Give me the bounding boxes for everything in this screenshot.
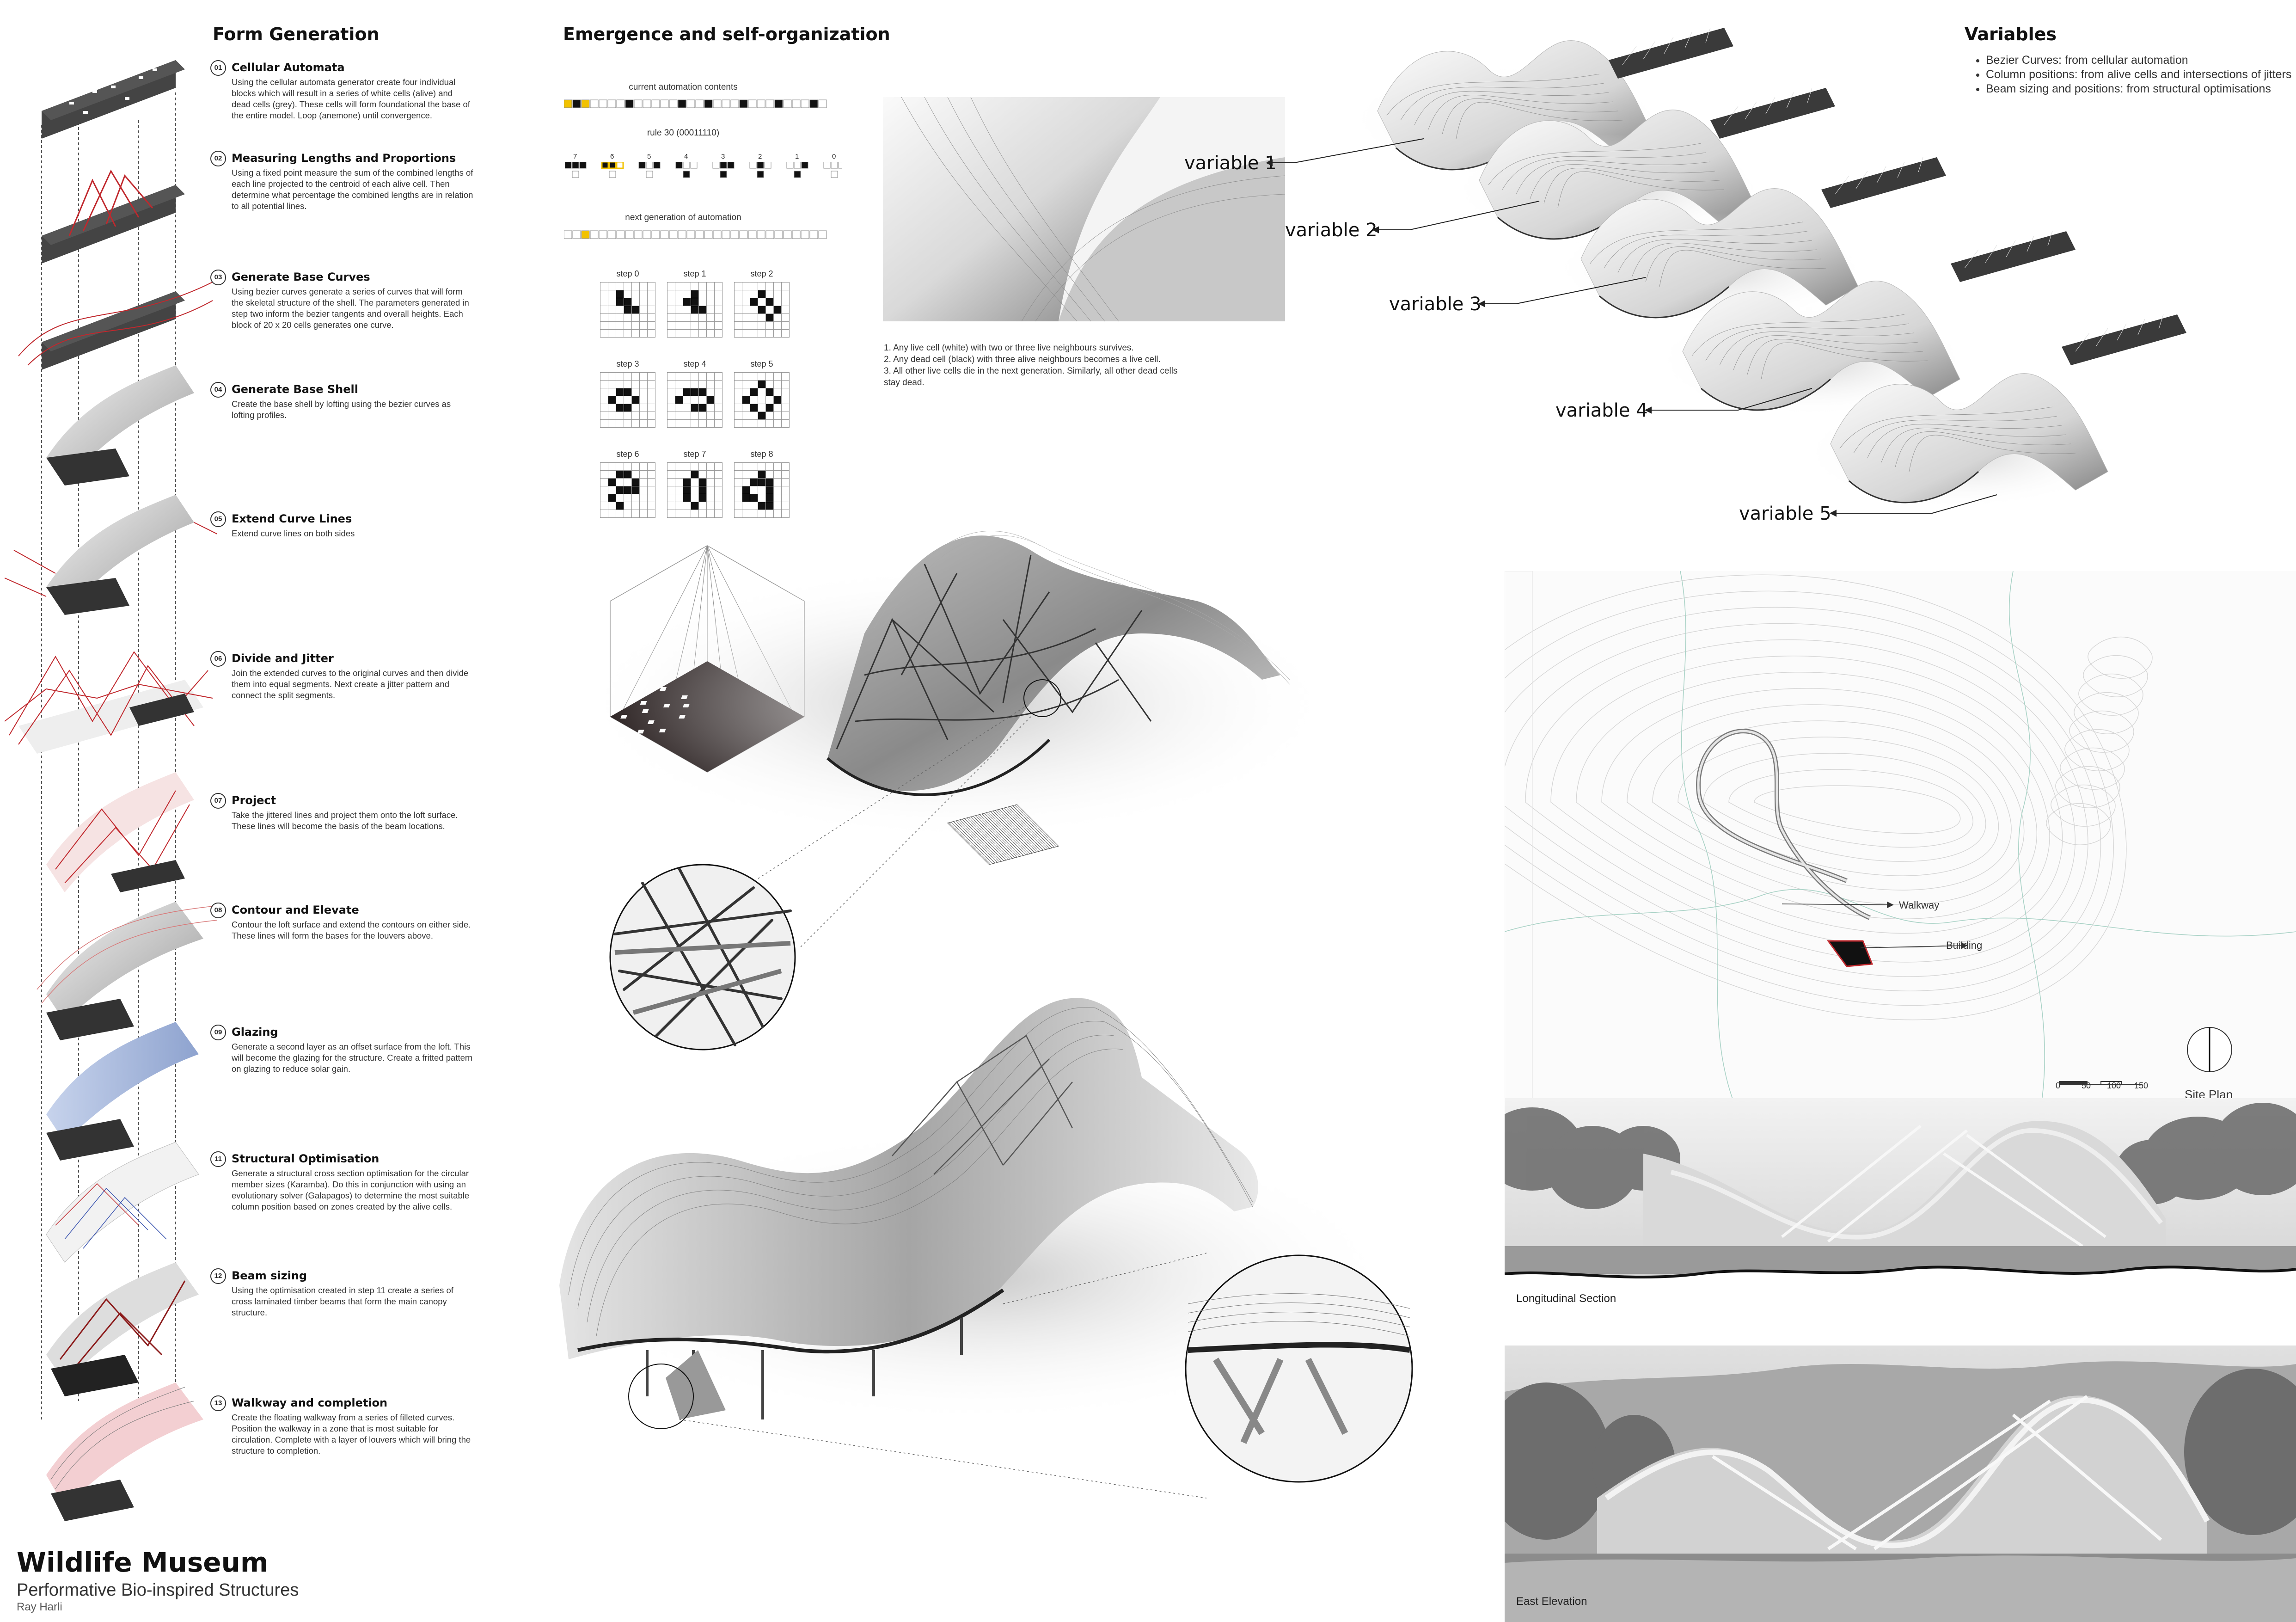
step-05-extend-diagram bbox=[4, 495, 217, 615]
rule-3: 3. All other live cells die in the next … bbox=[884, 366, 1178, 387]
elevation-caption: East Elevation bbox=[1516, 1595, 1587, 1608]
step-grid-label-3: step 3 bbox=[616, 359, 639, 369]
step-grid-7 bbox=[667, 462, 722, 518]
step-08-contour-diagram bbox=[37, 902, 217, 1040]
variable-5-label: variable 5 bbox=[1739, 503, 1831, 524]
rule-30-table: 7 6 5 4 3 2 1 0 bbox=[565, 153, 842, 185]
detail-circle-walkway bbox=[1185, 1254, 1413, 1483]
step-grid-2 bbox=[734, 282, 790, 338]
main-renders bbox=[559, 530, 1413, 1499]
east-elevation-render bbox=[1505, 1346, 2296, 1622]
rule-num-7: 7 bbox=[573, 153, 577, 160]
step-grid-label-1: step 1 bbox=[683, 269, 706, 278]
variable-bullet-3: Beam sizing and positions: from structur… bbox=[1986, 82, 2296, 96]
step-grid-3 bbox=[600, 372, 655, 428]
bottom-structure-render bbox=[559, 998, 1258, 1429]
step-13-walkway-diagram bbox=[46, 1382, 203, 1521]
step-grid-8 bbox=[734, 462, 790, 518]
variable-bullet-1: Bezier Curves: from cellular automation bbox=[1986, 53, 2296, 68]
step-grid-6 bbox=[600, 462, 655, 518]
rule-2: 2. Any dead cell (black) with three aliv… bbox=[884, 355, 1161, 364]
step-grid-label-0: step 0 bbox=[616, 269, 639, 278]
detail-circle-structure bbox=[609, 864, 796, 1051]
next-generation-row bbox=[564, 230, 827, 239]
step-grid-label-8: step 8 bbox=[750, 449, 773, 459]
current-automation-row bbox=[564, 99, 827, 108]
variable-3-label: variable 3 bbox=[1389, 294, 1482, 315]
rule-num-0: 0 bbox=[832, 153, 836, 160]
step-grid-4 bbox=[667, 372, 722, 428]
scale-150: 150 bbox=[2134, 1081, 2149, 1090]
rule-num-6: 6 bbox=[610, 153, 614, 160]
scale-100: 100 bbox=[2107, 1081, 2121, 1090]
project-title: Wildlife Museum bbox=[17, 1547, 269, 1578]
rule-num-2: 2 bbox=[758, 153, 762, 160]
scale-0: 0 bbox=[2056, 1081, 2061, 1090]
rule-num-3: 3 bbox=[721, 153, 725, 160]
step-04-shell-diagram bbox=[46, 365, 194, 485]
project-author: Ray Harli bbox=[17, 1601, 62, 1613]
rule-num-4: 4 bbox=[684, 153, 688, 160]
variable-2-label: variable 2 bbox=[1285, 220, 1378, 241]
automaton-rules: 1. Any live cell (white) with two or thr… bbox=[884, 342, 1180, 388]
rule-num-5: 5 bbox=[647, 153, 651, 160]
longitudinal-section-render bbox=[1505, 1098, 2296, 1311]
variables-renders bbox=[1350, 27, 2186, 509]
step-07-project-diagram bbox=[46, 772, 194, 892]
step-grid-1 bbox=[667, 282, 722, 338]
rule-30-label: rule 30 (00011110) bbox=[647, 128, 720, 138]
variables-heading: Variables bbox=[1965, 24, 2057, 44]
form-generation-heading: Form Generation bbox=[213, 24, 380, 44]
step-grid-5 bbox=[734, 372, 790, 428]
step-12-beams-diagram bbox=[46, 1262, 199, 1396]
step-02-measuring-diagram bbox=[42, 169, 185, 264]
project-subtitle: Performative Bio-inspired Structures bbox=[17, 1580, 299, 1600]
walkway-label: Walkway bbox=[1899, 899, 1940, 911]
step-grid-label-4: step 4 bbox=[683, 359, 706, 369]
variable-1-label: variable 1 bbox=[1184, 153, 1277, 174]
current-automation-label: current automation contents bbox=[629, 82, 738, 92]
top-structure-render bbox=[827, 530, 1290, 865]
step-grid-0 bbox=[600, 282, 655, 338]
site-plan-map bbox=[1505, 571, 2296, 1107]
variable-arrows bbox=[1267, 138, 1997, 517]
step-grid-label-2: step 2 bbox=[750, 269, 773, 278]
step-grid-label-5: step 5 bbox=[750, 359, 773, 369]
rule-1: 1. Any live cell (white) with two or thr… bbox=[884, 343, 1134, 353]
step-09-glazing-diagram bbox=[46, 1022, 199, 1161]
step-03-curves-diagram bbox=[18, 282, 213, 370]
building-label: Building bbox=[1946, 940, 1983, 951]
scale-50: 50 bbox=[2082, 1081, 2091, 1090]
step-grid-label-7: step 7 bbox=[683, 449, 706, 459]
emergence-heading: Emergence and self-organization bbox=[563, 24, 890, 44]
variable-bullet-2: Column positions: from alive cells and i… bbox=[1986, 68, 2296, 82]
rule-num-1: 1 bbox=[795, 153, 799, 160]
step-01-plate-diagram bbox=[42, 60, 185, 139]
form-steps-diagrams bbox=[4, 60, 217, 1521]
building-footprint bbox=[1827, 940, 1874, 967]
variables-list: Bezier Curves: from cellular automation … bbox=[1968, 53, 2296, 96]
next-generation-label: next generation of automation bbox=[625, 213, 741, 222]
step-06-jitter-diagram bbox=[4, 651, 213, 754]
variable-4-label: variable 4 bbox=[1555, 400, 1648, 421]
step-grid-label-6: step 6 bbox=[616, 449, 639, 459]
section-caption: Longitudinal Section bbox=[1516, 1292, 1616, 1305]
emergence-render bbox=[883, 97, 1285, 321]
step-11-structural-diagram bbox=[46, 1142, 199, 1263]
